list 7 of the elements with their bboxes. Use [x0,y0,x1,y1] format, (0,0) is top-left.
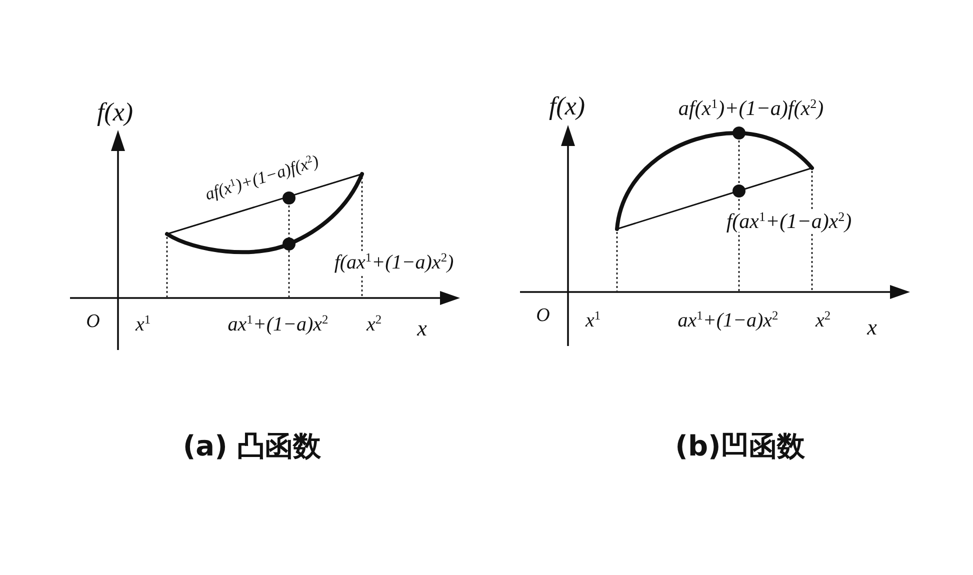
panel-caption: (b)凹函数 [674,431,806,461]
tick-label: ax$^{1}$+(1−a)x$^{2}$ [226,314,330,336]
formula-label: f(ax$^{1}$+(1−a)x$^{2}$) [725,210,853,232]
tick-label: ax$^{1}$+(1−a)x$^{2}$ [676,310,780,332]
formula-label: af(x$^{1}$)+(1−a)f(x$^{2}$) [677,96,825,120]
panel-caption: (a) 凸函数 [182,431,322,461]
formula-label: f(ax$^{1}$+(1−a)x$^{2}$) [333,252,455,274]
